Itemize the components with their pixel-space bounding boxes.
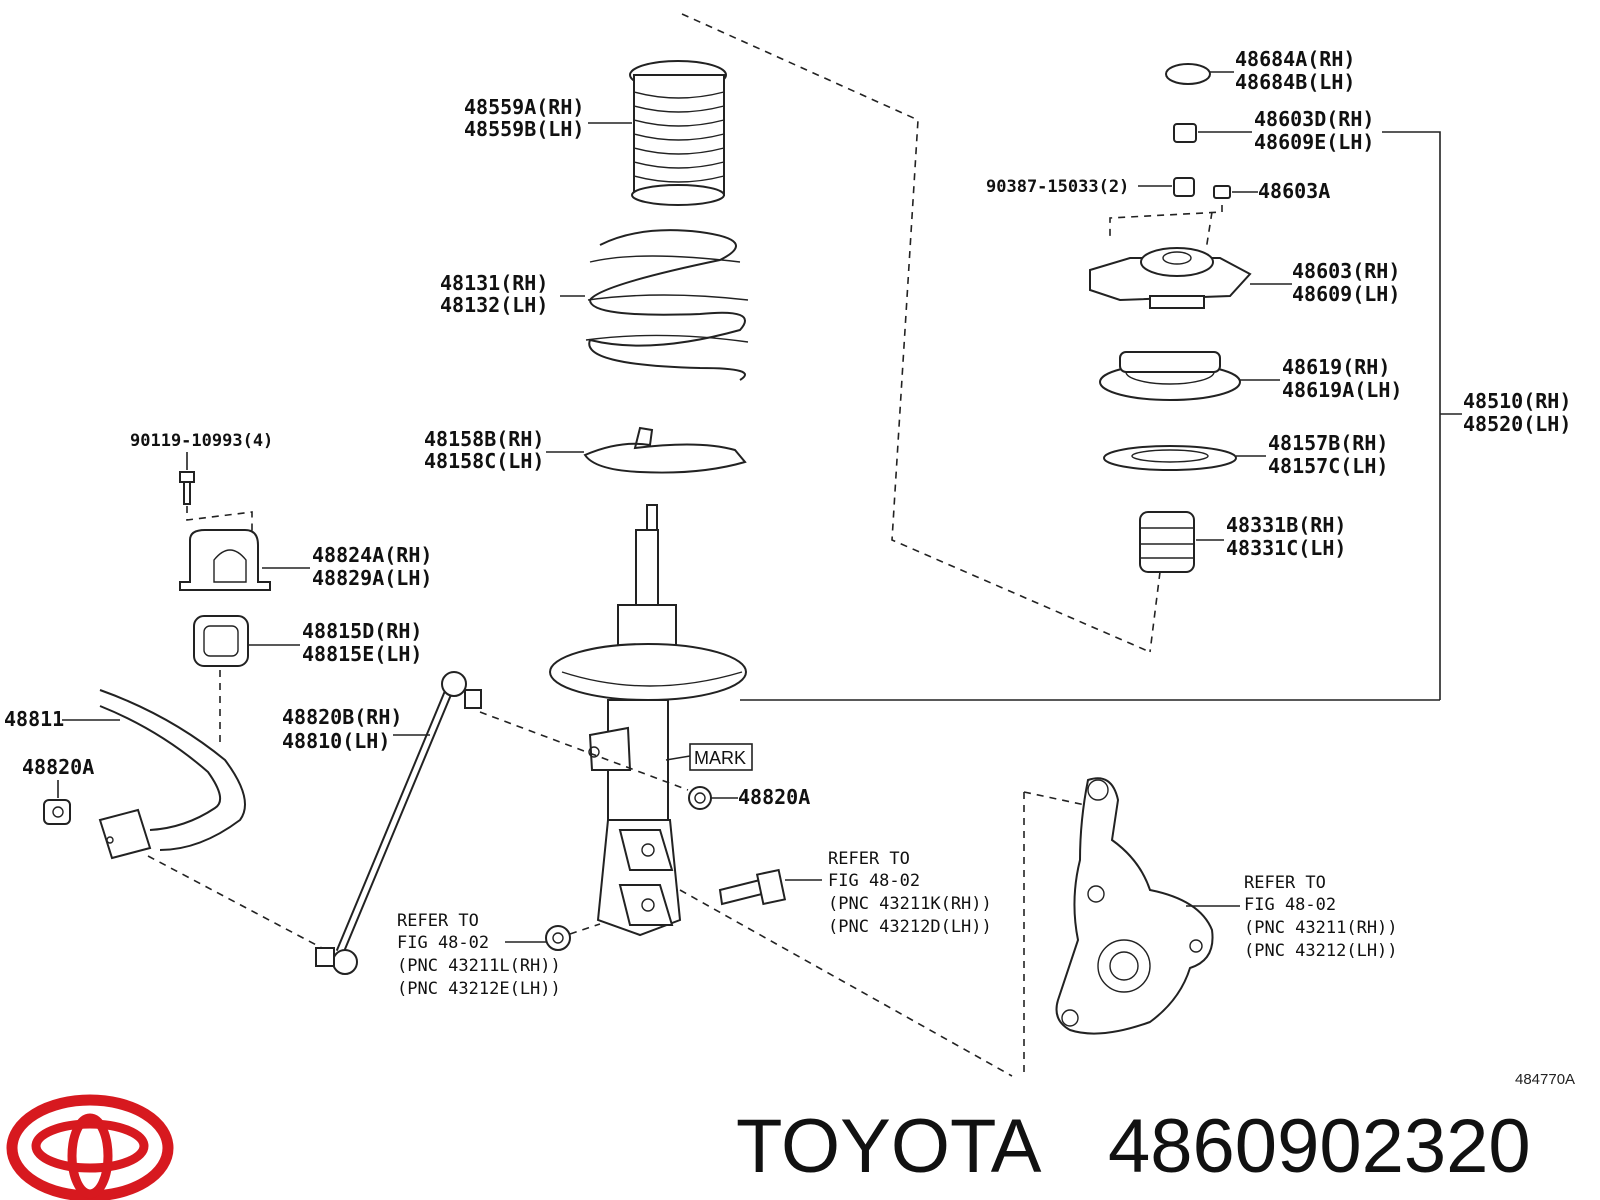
label-48619a: 48619A(LH) <box>1282 378 1402 402</box>
dashed-nut-to-mount <box>1109 205 1223 240</box>
label-48157c: 48157C(LH) <box>1268 454 1388 478</box>
label-48158b: 48158B(RH) <box>424 427 544 451</box>
bolt-part <box>718 868 787 906</box>
strut-assembly-part <box>549 504 747 937</box>
dashed-line-bump-stop <box>1149 571 1161 653</box>
label-90119: 90119-10993(4) <box>130 431 273 451</box>
stabilizer-bushing-part <box>193 615 249 667</box>
label-48510: 48510(RH) <box>1463 389 1571 413</box>
label-48820b: 48820B(RH) <box>282 705 402 729</box>
ref-bolt-line-3: (PNC 43211K(RH)) <box>828 894 992 914</box>
part-number: 4860902320 <box>1108 1104 1531 1189</box>
figure-number: 484770A <box>1515 1071 1575 1088</box>
label-48684b: 48684B(LH) <box>1235 70 1355 94</box>
ref-bolt-line-2: FIG 48-02 <box>828 871 920 891</box>
dust-boot-part <box>629 60 727 206</box>
label-90387: 90387-15033(2) <box>986 177 1129 197</box>
label-48158c: 48158C(LH) <box>424 449 544 473</box>
ref-bolt-line-1: REFER TO <box>828 849 910 869</box>
label-48603d: 48603D(RH) <box>1254 107 1374 131</box>
bump-stop-part <box>1139 511 1195 573</box>
label-48820a-mid: 48820A <box>738 785 810 809</box>
nut-48820a-part <box>688 786 712 810</box>
ref-knuckle-line-4: (PNC 43212(LH)) <box>1244 941 1398 961</box>
label-48157b: 48157B(RH) <box>1268 431 1388 455</box>
ref-bolt-block: REFER TO FIG 48-02 (PNC 43211K(RH)) (PNC… <box>828 849 992 937</box>
dashed-nut-to-mount-2 <box>1205 211 1213 251</box>
dashed-link-to-strut <box>479 711 689 791</box>
label-48820a-left: 48820A <box>22 755 94 779</box>
label-48619: 48619(RH) <box>1282 355 1390 379</box>
label-48520: 48520(LH) <box>1463 412 1571 436</box>
label-48603: 48603(RH) <box>1292 259 1400 283</box>
label-48609e: 48609E(LH) <box>1254 130 1374 154</box>
dashed-nut-to-strut <box>569 923 601 935</box>
toyota-logo <box>6 1094 174 1200</box>
ref-nut-block: REFER TO FIG 48-02 (PNC 43211L(RH)) (PNC… <box>397 911 561 999</box>
label-48810: 48810(LH) <box>282 729 390 753</box>
stabilizer-link-part <box>315 671 482 975</box>
ref-knuckle-line-2: FIG 48-02 <box>1244 895 1336 915</box>
label-48609: 48609(LH) <box>1292 282 1400 306</box>
upper-seat-part <box>1099 351 1241 401</box>
label-48684a: 48684A(RH) <box>1235 47 1355 71</box>
label-48331c: 48331C(LH) <box>1226 536 1346 560</box>
bracket-bolt-part <box>179 471 195 505</box>
mark-box <box>689 743 753 771</box>
label-48829a: 48829A(LH) <box>312 566 432 590</box>
lower-insulator-part <box>583 426 747 474</box>
link-nut-part <box>545 925 571 951</box>
stabilizer-bar-part <box>98 689 246 860</box>
cap-part <box>1165 63 1211 85</box>
label-48603a: 48603A <box>1258 179 1330 203</box>
steering-knuckle-part <box>1055 777 1214 1035</box>
label-48559b: 48559B(LH) <box>464 117 584 141</box>
ref-nut-line-4: (PNC 43212E(LH)) <box>397 979 561 999</box>
label-48559a: 48559A(RH) <box>464 95 584 119</box>
mark-label: MARK <box>694 748 746 768</box>
strut-mount-part <box>1089 247 1252 309</box>
dashed-bar-to-link <box>147 855 323 949</box>
dashed-knuckle-top <box>1023 791 1091 807</box>
ref-nut-line-3: (PNC 43211L(RH)) <box>397 956 561 976</box>
ref-knuckle-line-3: (PNC 43211(RH)) <box>1244 918 1398 938</box>
ref-knuckle-block: REFER TO FIG 48-02 (PNC 43211(RH)) (PNC … <box>1244 873 1398 961</box>
label-48131: 48131(RH) <box>440 271 548 295</box>
bracket-48510 <box>1382 131 1441 700</box>
dashed-bolt-to-bracket <box>186 506 253 535</box>
upper-insulator-part <box>1103 445 1237 471</box>
label-48815e: 48815E(LH) <box>302 642 422 666</box>
label-48824a: 48824A(RH) <box>312 543 432 567</box>
label-48815d: 48815D(RH) <box>302 619 422 643</box>
nut-48820a-left-part <box>43 799 71 825</box>
coil-spring-part <box>585 229 749 381</box>
label-48811: 48811 <box>4 707 64 731</box>
ref-nut-line-2: FIG 48-02 <box>397 933 489 953</box>
label-48331b: 48331B(RH) <box>1226 513 1346 537</box>
dashed-strut-to-knuckle <box>679 889 1013 1077</box>
flange-nut-part <box>1213 185 1231 199</box>
leader-mark <box>665 755 691 761</box>
stabilizer-bracket-part <box>179 529 271 591</box>
ref-nut-line-1: REFER TO <box>397 911 479 931</box>
ref-bolt-line-4: (PNC 43212D(LH)) <box>828 917 992 937</box>
mount-nut-part <box>1173 123 1197 143</box>
ref-knuckle-line-1: REFER TO <box>1244 873 1326 893</box>
collar-part <box>1173 177 1195 197</box>
brand-name: TOYOTA <box>736 1104 1042 1189</box>
assembly-dashed-outline <box>681 13 1151 653</box>
label-48132: 48132(LH) <box>440 293 548 317</box>
